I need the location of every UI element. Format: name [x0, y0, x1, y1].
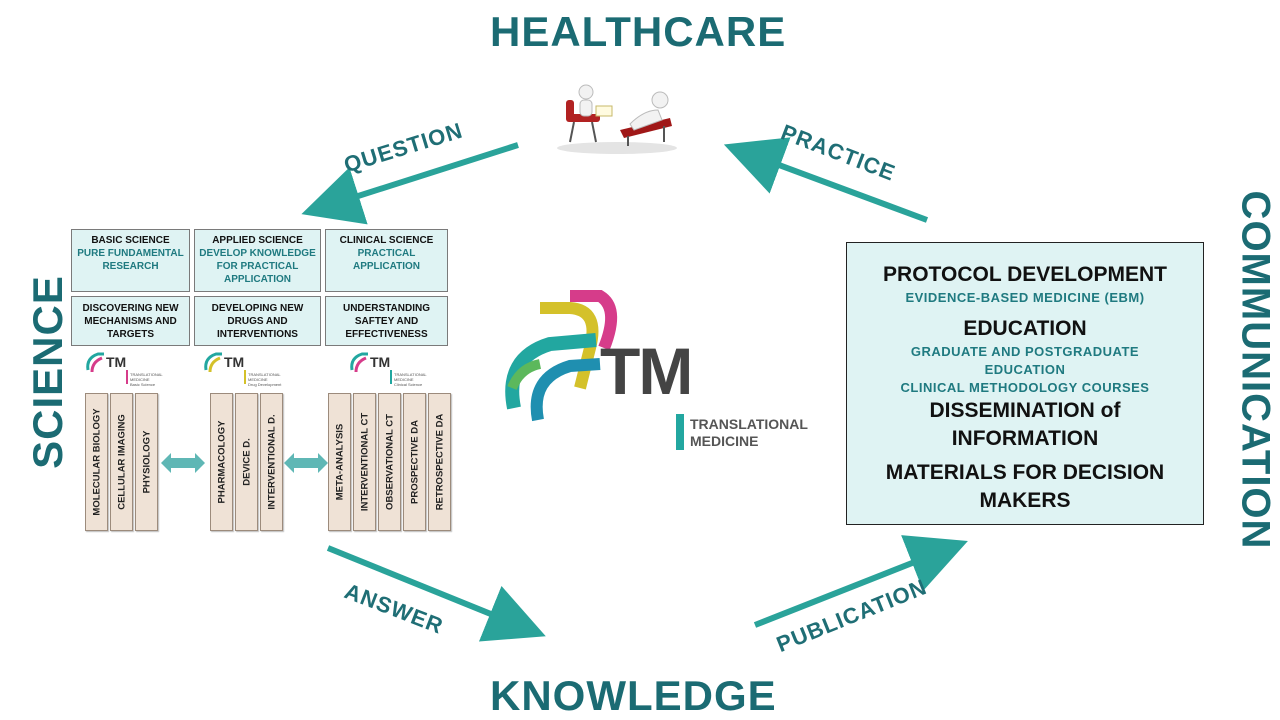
pillar-retrospective-da: RETROSPECTIVE DA: [428, 393, 451, 531]
basic-science-desc: DISCOVERING NEW MECHANISMS AND TARGETS: [71, 296, 190, 346]
pillar-observational-ct: OBSERVATIONAL CT: [378, 393, 401, 531]
clinical-science-sub: PRACTICAL APPLICATION: [352, 248, 421, 272]
pillar-physiology: PHYSIOLOGY: [135, 393, 158, 531]
double-arrow-icon: [284, 453, 328, 473]
dissemination-head: DISSEMINATION of INFORMATION: [929, 399, 1121, 450]
basic-science-box: BASIC SCIENCE PURE FUNDAMENTAL RESEARCH: [71, 229, 190, 292]
education-head: EDUCATION: [963, 317, 1087, 340]
materials-head: MATERIALS FOR DECISION MAKERS: [885, 461, 1165, 512]
tm-logo: [505, 290, 617, 422]
answer-arrow: [326, 545, 546, 642]
pillar-pharmacology: PHARMACOLOGY: [210, 393, 233, 531]
applied-science-box: APPLIED SCIENCE DEVELOP KNOWLEDGE FOR PR…: [194, 229, 321, 292]
applied-science-sub: DEVELOP KNOWLEDGE FOR PRACTICAL APPLICAT…: [199, 248, 316, 285]
ebm-sub: EVIDENCE-BASED MEDICINE (EBM): [905, 290, 1145, 305]
question-arrow: [301, 142, 519, 225]
pillar-molecular-biology: MOLECULAR BIOLOGY: [85, 393, 108, 531]
publication-arrow: [753, 535, 968, 628]
clinical-methodology-sub: CLINICAL METHODOLOGY COURSES: [900, 380, 1150, 395]
clinical-science-head: CLINICAL SCIENCE: [339, 235, 434, 246]
doctor-patient-figure: [557, 84, 677, 154]
tm-logo-line2: MEDICINE: [690, 433, 759, 449]
clinical-science-box: CLINICAL SCIENCE PRACTICAL APPLICATION: [325, 229, 448, 292]
tm-logo-line1: TRANSLATIONAL: [690, 416, 808, 432]
pillar-cellular-imaging: CELLULAR IMAGING: [110, 393, 133, 531]
healthcare-title: HEALTHCARE: [490, 8, 787, 55]
mini-logo-mark: TM: [224, 354, 245, 370]
pillar-meta-analysis: META-ANALYSIS: [328, 393, 351, 531]
basic-science-sub: PURE FUNDAMENTAL RESEARCH: [77, 248, 184, 272]
mini-logo-mark: TM: [106, 354, 127, 370]
clinical-science-desc: UNDERSTANDING SAFTEY AND EFFECTIVENESS: [325, 296, 448, 346]
applied-science-head: APPLIED SCIENCE: [212, 235, 303, 246]
double-arrow-icon: [161, 453, 205, 473]
pillar-interventional-ct: INTERVENTIONAL CT: [353, 393, 376, 531]
mini-logo-bar: [126, 370, 128, 384]
communication-box: PROTOCOL DEVELOPMENT EVIDENCE-BASED MEDI…: [846, 242, 1204, 525]
practice-arrow: [723, 137, 929, 223]
mini-logo-bar: [390, 370, 392, 384]
basic-science-head: BASIC SCIENCE: [91, 235, 170, 246]
tm-logo-mark: TM: [600, 334, 693, 408]
knowledge-title: KNOWLEDGE: [490, 672, 777, 719]
graduate-education-sub: GRADUATE AND POSTGRADUATE EDUCATION: [910, 344, 1140, 377]
tm-logo-text: TRANSLATIONAL MEDICINE: [690, 416, 808, 450]
protocol-development-head: PROTOCOL DEVELOPMENT: [883, 263, 1167, 286]
tm-logo-bar: [676, 414, 684, 450]
mini-logo-mark: TM: [370, 354, 391, 370]
applied-science-desc: DEVELOPING NEW DRUGS AND INTERVENTIONS: [194, 296, 321, 346]
pillar-device-d: DEVICE D.: [235, 393, 258, 531]
mini-logo-bar: [244, 370, 246, 384]
pillar-interventional-d: INTERVENTIONAL D.: [260, 393, 283, 531]
pillar-prospective-da: PROSPECTIVE DA: [403, 393, 426, 531]
